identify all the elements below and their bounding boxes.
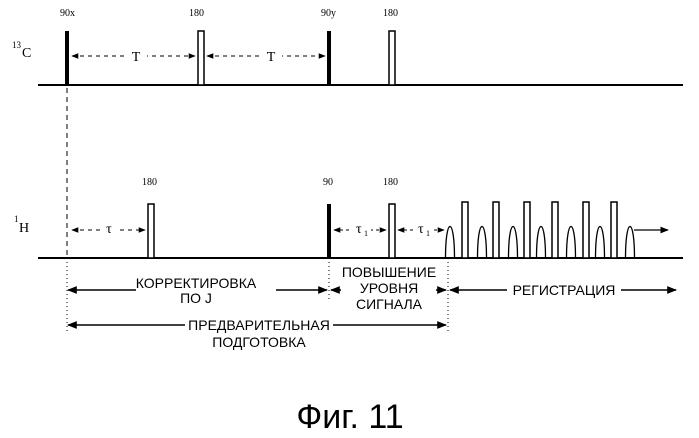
carbon-180-label-first: 180	[189, 8, 204, 19]
preparation-label-line2: ПОДГОТОВКА	[212, 334, 306, 350]
carbon-180-pulse-first	[198, 31, 204, 85]
carbon-90y-pulse	[327, 31, 331, 85]
echo-hump	[478, 227, 487, 259]
carbon-90x-pulse	[65, 31, 69, 85]
proton-180-label-second: 180	[383, 177, 398, 188]
proton-180-label-first: 180	[142, 177, 157, 188]
echo-hump	[596, 227, 605, 259]
echo-hump	[626, 227, 635, 259]
carbon-90y-label: 90y	[321, 8, 336, 19]
preparation-label-line1: ПРЕДВАРИТЕЛЬНАЯ	[188, 317, 330, 333]
proton-delay-tau1-second-sub: 1	[426, 229, 430, 238]
proton-180-pulse-second	[389, 204, 395, 258]
proton-delay-tau1-second: τ 1	[398, 219, 444, 238]
carbon-delay-t-first-label: T	[132, 50, 141, 65]
acquisition-180-pulse	[583, 202, 589, 258]
carbon-180-label-second: 180	[383, 8, 398, 19]
proton-delay-tau-label: τ	[106, 222, 112, 237]
carbon-label-sup: 13	[12, 40, 22, 50]
proton-delay-tau1-second-label: τ	[418, 222, 424, 237]
echo-hump	[567, 227, 576, 259]
echo-hump	[509, 227, 518, 259]
proton-channel-label: 1 H	[14, 214, 29, 236]
proton-delay-tau1-first-label: τ	[356, 222, 362, 237]
proton-180-pulse-first	[148, 204, 154, 258]
carbon-90x-label: 90x	[60, 8, 75, 19]
enhancement-label-line1: ПОВЫШЕНИЕ	[342, 264, 436, 280]
j-correction-label-line2: ПО J	[180, 290, 212, 306]
acquisition-train	[446, 202, 635, 258]
carbon-delay-t-second: T	[207, 47, 325, 65]
carbon-channel-label: 13 C	[12, 40, 31, 61]
registration-label: РЕГИСТРАЦИЯ	[513, 282, 616, 298]
proton-label-main: H	[19, 221, 29, 236]
acquisition-180-pulse	[524, 202, 530, 258]
figure-caption: Фиг. 11	[296, 398, 403, 436]
acquisition-180-pulse	[493, 202, 499, 258]
echo-hump	[446, 227, 455, 259]
proton-90-pulse	[327, 204, 331, 258]
proton-delay-tau1-first: τ 1	[334, 219, 386, 238]
enhancement-label-line2: УРОВНЯ	[360, 280, 418, 296]
proton-label-sup: 1	[14, 214, 19, 224]
proton-90-label: 90	[323, 177, 333, 188]
acquisition-180-pulse	[611, 202, 617, 258]
echo-hump	[537, 227, 546, 259]
carbon-label-main: C	[22, 46, 31, 61]
enhancement-label-line3: СИГНАЛА	[356, 296, 423, 312]
carbon-180-pulse-second	[389, 31, 395, 85]
carbon-delay-t-second-label: T	[267, 50, 276, 65]
proton-delay-tau1-first-sub: 1	[364, 229, 368, 238]
carbon-delay-t-first: T	[72, 47, 195, 65]
acquisition-180-pulse	[462, 202, 468, 258]
proton-delay-tau: τ	[72, 220, 145, 237]
j-correction-label-line1: КОРРЕКТИРОВКА	[136, 275, 257, 291]
acquisition-180-pulse	[552, 202, 558, 258]
